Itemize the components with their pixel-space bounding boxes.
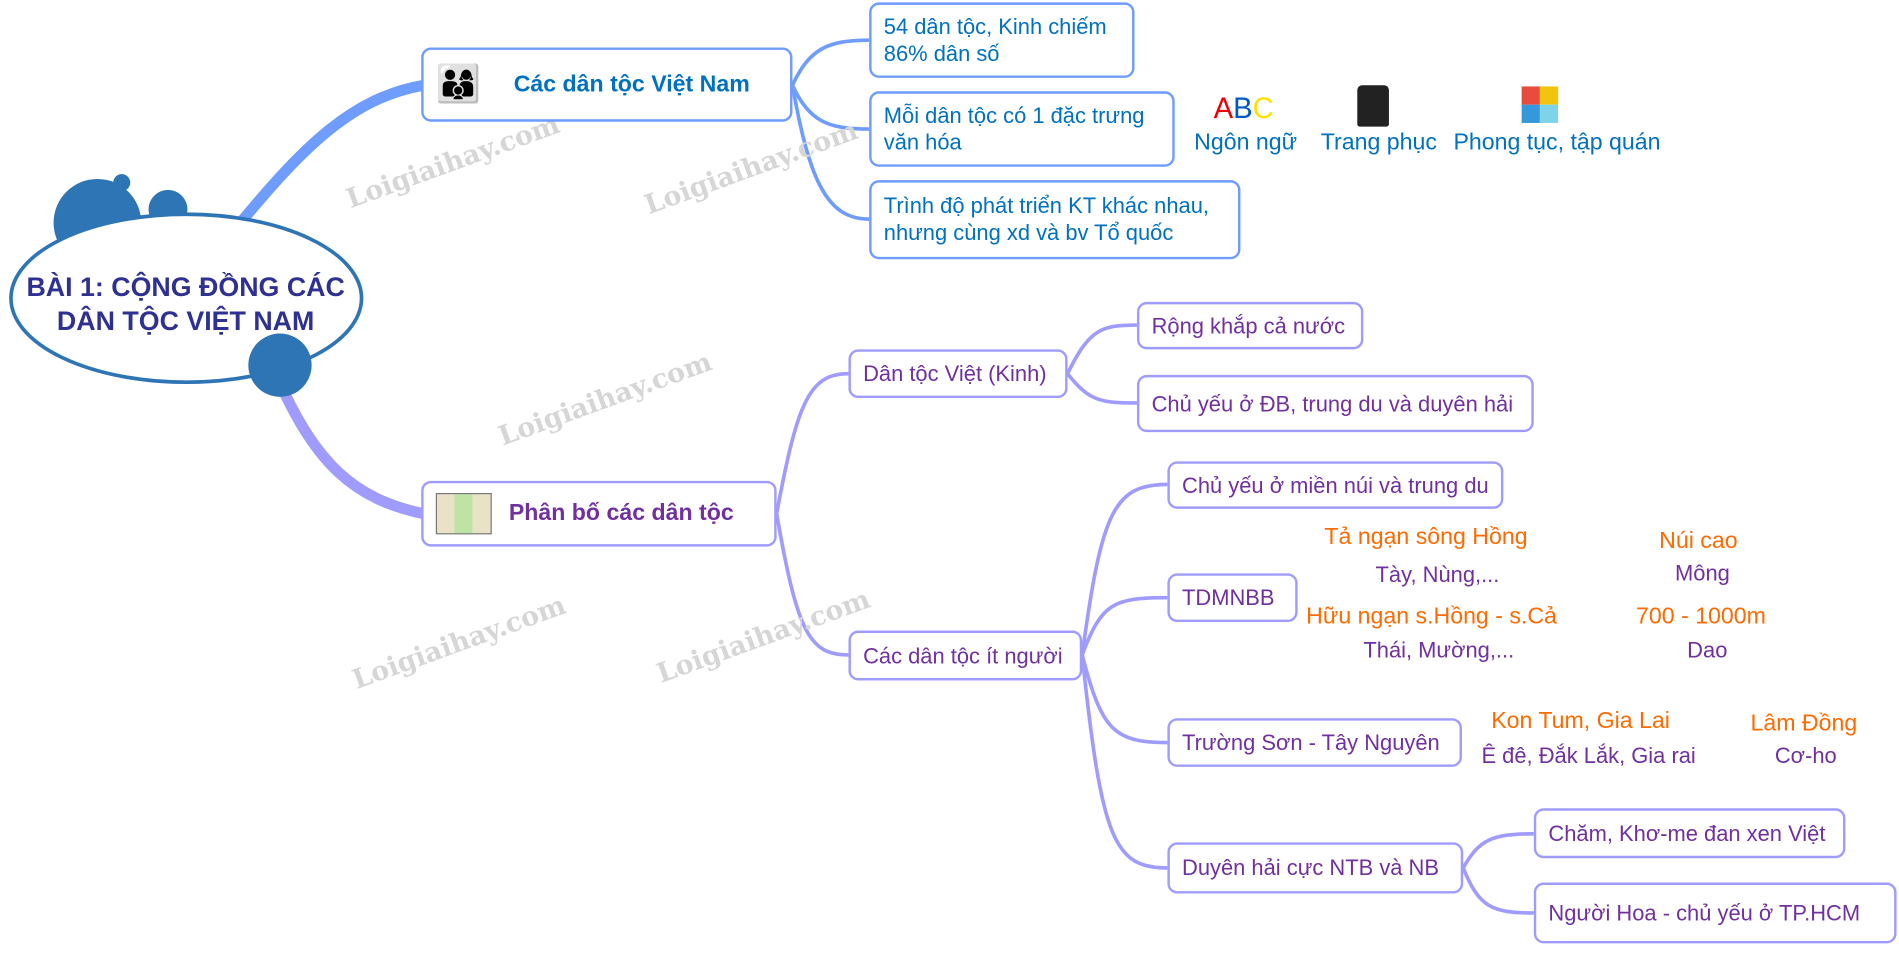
map-icon bbox=[435, 493, 492, 535]
branch-distribution[interactable]: Phân bố các dân tộc bbox=[421, 480, 777, 547]
feature-clothing: Trang phục bbox=[1320, 130, 1437, 156]
note-kontum: Kon Tum, Gia Lai bbox=[1491, 708, 1670, 735]
line: 86% dân số bbox=[883, 41, 1000, 66]
title-line1: BÀI 1: CỘNG ĐỒNG CÁC bbox=[26, 271, 345, 302]
note-high-mountain: Núi cao bbox=[1659, 528, 1738, 554]
puzzle-icon bbox=[1521, 86, 1559, 123]
branch-label: Các dân tộc Việt Nam bbox=[513, 71, 750, 97]
node-hoa[interactable]: Người Hoa - chủ yếu ở TP.HCM bbox=[1533, 882, 1897, 944]
clothing-icon bbox=[1357, 85, 1389, 127]
note-high-mountain-groups: Mông bbox=[1675, 561, 1730, 586]
node-kinh-nationwide[interactable]: Rộng khắp cả nước bbox=[1136, 301, 1364, 350]
note-altitude: 700 - 1000m bbox=[1636, 603, 1766, 630]
note-right-bank: Hữu ngạn s.Hồng - s.Cả bbox=[1306, 603, 1557, 630]
node-mountain[interactable]: Chủ yếu ở miền núi và trung du bbox=[1167, 461, 1504, 509]
node-tdmnbb[interactable]: TDMNBB bbox=[1167, 573, 1298, 623]
node-kinh[interactable]: Dân tộc Việt (Kinh) bbox=[848, 349, 1068, 399]
note-right-bank-groups: Thái, Mường,... bbox=[1363, 637, 1515, 663]
line: Mỗi dân tộc có 1 đặc trưng bbox=[883, 103, 1145, 128]
line: nhưng cùng xd và bv Tổ quốc bbox=[883, 220, 1174, 245]
note-lamdong: Lâm Đồng bbox=[1750, 710, 1858, 737]
feature-language: Ngôn ngữ bbox=[1194, 130, 1298, 156]
note-left-bank-groups: Tày, Nùng,... bbox=[1375, 562, 1500, 587]
feature-customs: Phong tục, tập quán bbox=[1453, 130, 1661, 156]
node-culture[interactable]: Mỗi dân tộc có 1 đặc trưng văn hóa bbox=[869, 91, 1175, 167]
node-kinh-plains[interactable]: Chủ yếu ở ĐB, trung du và duyên hải bbox=[1136, 374, 1534, 433]
line: 54 dân tộc, Kinh chiếm bbox=[883, 14, 1107, 39]
node-development[interactable]: Trình độ phát triển KT khác nhau, nhưng … bbox=[869, 180, 1241, 260]
line: Trình độ phát triển KT khác nhau, bbox=[883, 193, 1209, 218]
note-kontum-groups: Ê đê, Đắk Lắk, Gia rai bbox=[1481, 743, 1696, 769]
node-54-groups[interactable]: 54 dân tộc, Kinh chiếm 86% dân số bbox=[869, 2, 1135, 78]
central-topic[interactable]: BÀI 1: CỘNG ĐỒNG CÁC DÂN TỘC VIỆT NAM bbox=[0, 270, 371, 338]
branch-label: Phân bố các dân tộc bbox=[508, 500, 734, 526]
abc-icon: ABC bbox=[1213, 92, 1274, 126]
line: văn hóa bbox=[883, 130, 962, 155]
node-duyenhai[interactable]: Duyên hải cực NTB và NB bbox=[1167, 842, 1464, 894]
note-left-bank: Tả ngạn sông Hồng bbox=[1324, 524, 1528, 551]
people-icon: 👨‍👩‍👦 bbox=[435, 63, 482, 105]
note-lamdong-groups: Cơ-ho bbox=[1774, 743, 1837, 769]
node-cham-khmer[interactable]: Chăm, Khơ-me đan xen Việt bbox=[1533, 808, 1846, 859]
title-line2: DÂN TỘC VIỆT NAM bbox=[56, 305, 315, 336]
note-altitude-groups: Dao bbox=[1687, 637, 1728, 663]
node-minorities[interactable]: Các dân tộc ít người bbox=[848, 630, 1083, 681]
branch-ethnic-groups[interactable]: 👨‍👩‍👦 Các dân tộc Việt Nam bbox=[421, 47, 793, 122]
node-truongson[interactable]: Trường Sơn - Tây Nguyên bbox=[1167, 718, 1462, 767]
